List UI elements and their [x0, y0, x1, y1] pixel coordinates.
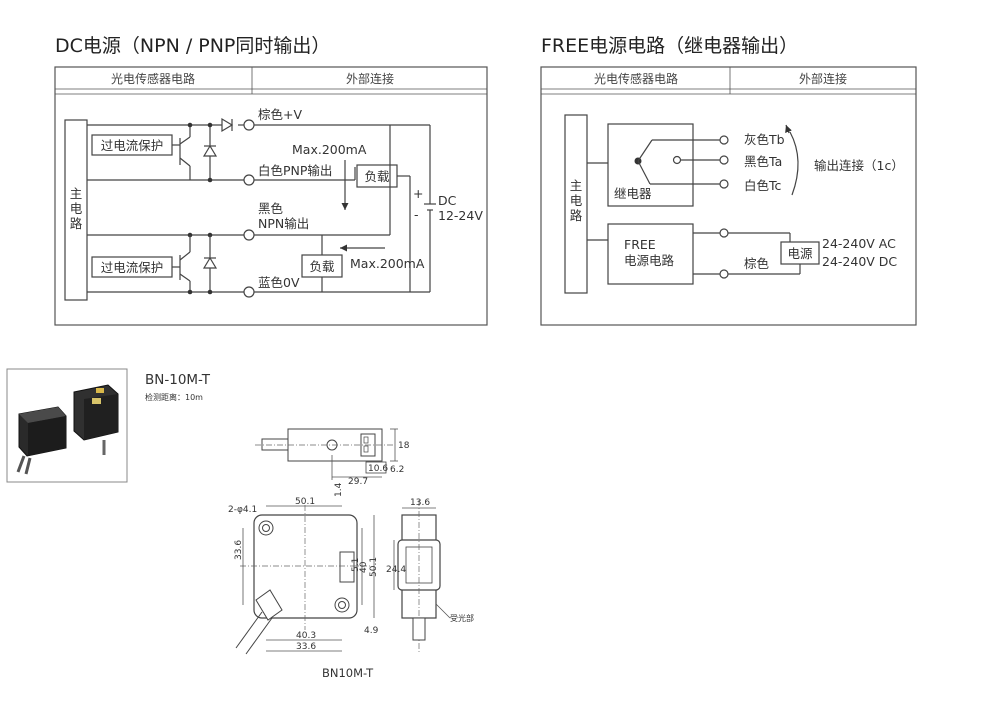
free-header-external: 外部连接 [799, 71, 847, 86]
dim-width-50-1: 50.1 [295, 497, 315, 507]
dim-40: 40 [359, 561, 369, 573]
dc-overcurrent-bottom-label: 过电流保护 [101, 260, 164, 275]
free-main-char-3: 路 [570, 208, 583, 223]
free-gray-label: 灰色Tb [744, 132, 785, 147]
dc-source-label: DC [438, 193, 457, 208]
dc-black-label: 黑色 [258, 201, 284, 216]
free-output-label: 输出连接（1c） [814, 158, 904, 173]
dim-bottom-40-3: 40.3 [296, 631, 316, 641]
dc-voltage: 12-24V [438, 208, 483, 223]
dim-height-33-6: 33.6 [234, 540, 244, 560]
dimension-drawing: 18 10.6 6.2 29.7 50.1 2-φ4.1 1.4 [228, 428, 474, 680]
free-power-line1: FREE [624, 237, 656, 252]
free-power-circuit-box [607, 223, 694, 285]
detection-distance: 检测距离：10m [145, 392, 203, 402]
dim-holes: 2-φ4.1 [228, 505, 257, 515]
dim-top-18: 18 [398, 441, 410, 451]
dim-height-50-1: 50.1 [369, 557, 379, 577]
dc-header-sensor-circuit: 光电传感器电路 [111, 71, 195, 86]
dc-diode-icon [221, 117, 234, 133]
top-view: 18 10.6 6.2 29.7 [255, 428, 410, 487]
free-white-label: 白色Tc [744, 178, 782, 193]
dc-terminal-brown [243, 119, 255, 131]
dim-5-1: 5.1 [351, 558, 361, 572]
dim-side-24-4: 24.4 [386, 565, 406, 575]
free-power-diagram: FREE电源电路（继电器输出） 光电传感器电路 外部连接 主 电 路 继电器 灰… [540, 35, 917, 326]
dc-terminal-black [243, 229, 255, 241]
dc-power-diagram: DC电源（NPN / PNP同时输出） 光电传感器电路 外部连接 主 电 路 棕… [54, 35, 488, 326]
side-view: 13.6 24.4 受光部 [386, 498, 474, 652]
dc-main-char-3: 路 [70, 216, 83, 231]
dc-diagram-frame [54, 66, 488, 326]
free-power-line2: 电源电路 [624, 253, 675, 268]
free-black-label: 黑色Ta [744, 154, 782, 169]
dc-overcurrent-top-label: 过电流保护 [101, 138, 164, 153]
dc-max-current-top: Max.200mA [292, 142, 367, 157]
front-view: 50.1 2-φ4.1 1.4 33.6 5.1 40 50.1 40.3 4.… [228, 482, 379, 680]
dim-top-6-2: 6.2 [390, 465, 404, 475]
free-voltage-dc: 24-240V DC [822, 254, 897, 269]
dc-main-char-1: 主 [70, 186, 83, 201]
dc-terminal-white [243, 174, 255, 186]
dc-main-circuit-block [64, 119, 88, 301]
product-model: BN-10M-T [145, 372, 211, 388]
dc-blue-label: 蓝色0V [258, 275, 300, 290]
dc-minus: - [414, 207, 419, 222]
dc-header-external: 外部连接 [346, 71, 394, 86]
drawing-caption: BN10M-T [322, 666, 374, 680]
product-photo: BN-10M-T 检测距离：10m [6, 368, 211, 483]
free-main-char-1: 主 [570, 178, 583, 193]
free-terminal-white [719, 179, 729, 189]
dc-white-pnp-label: 白色PNP输出 [258, 163, 332, 178]
dc-npn-label: NPN输出 [258, 216, 309, 231]
dc-plus: + [413, 186, 423, 201]
dc-load-top-label: 负载 [364, 169, 390, 184]
free-main-circuit-block [564, 114, 588, 294]
free-terminal-power-2 [719, 269, 729, 279]
dc-max-current-bottom: Max.200mA [350, 256, 425, 271]
free-terminal-gray [719, 135, 729, 145]
free-relay-box [607, 123, 694, 207]
free-brown-label: 棕色 [744, 256, 770, 271]
dim-bottom-4-9: 4.9 [364, 626, 379, 636]
dim-1-4: 1.4 [334, 482, 344, 497]
free-diagram-title: FREE电源电路（继电器输出） [541, 35, 798, 57]
free-power-label: 电源 [787, 246, 813, 261]
dim-top-29-7: 29.7 [348, 477, 368, 487]
dc-main-char-2: 电 [70, 201, 83, 216]
dc-brown-label: 棕色+V [258, 107, 302, 122]
dim-bottom-33-6: 33.6 [296, 642, 316, 652]
indicator-led-icon [96, 388, 104, 393]
free-power-box [780, 241, 820, 265]
receiver-label: 受光部 [450, 613, 474, 623]
dim-side-13-6: 13.6 [410, 498, 430, 508]
free-terminal-black [719, 155, 729, 165]
free-main-char-2: 电 [570, 193, 583, 208]
free-diagram-frame [540, 66, 917, 326]
dc-diagram-title: DC电源（NPN / PNP同时输出） [55, 35, 330, 57]
free-terminal-power-1 [719, 228, 729, 238]
free-header-sensor-circuit: 光电传感器电路 [594, 71, 678, 86]
dim-top-10-6: 10.6 [368, 464, 388, 474]
output-brace-icon [789, 131, 799, 196]
dc-terminal-blue [243, 286, 255, 298]
relay-label: 继电器 [614, 186, 652, 201]
dc-load-bottom-label: 负载 [309, 259, 335, 274]
free-voltage-ac: 24-240V AC [822, 236, 896, 251]
